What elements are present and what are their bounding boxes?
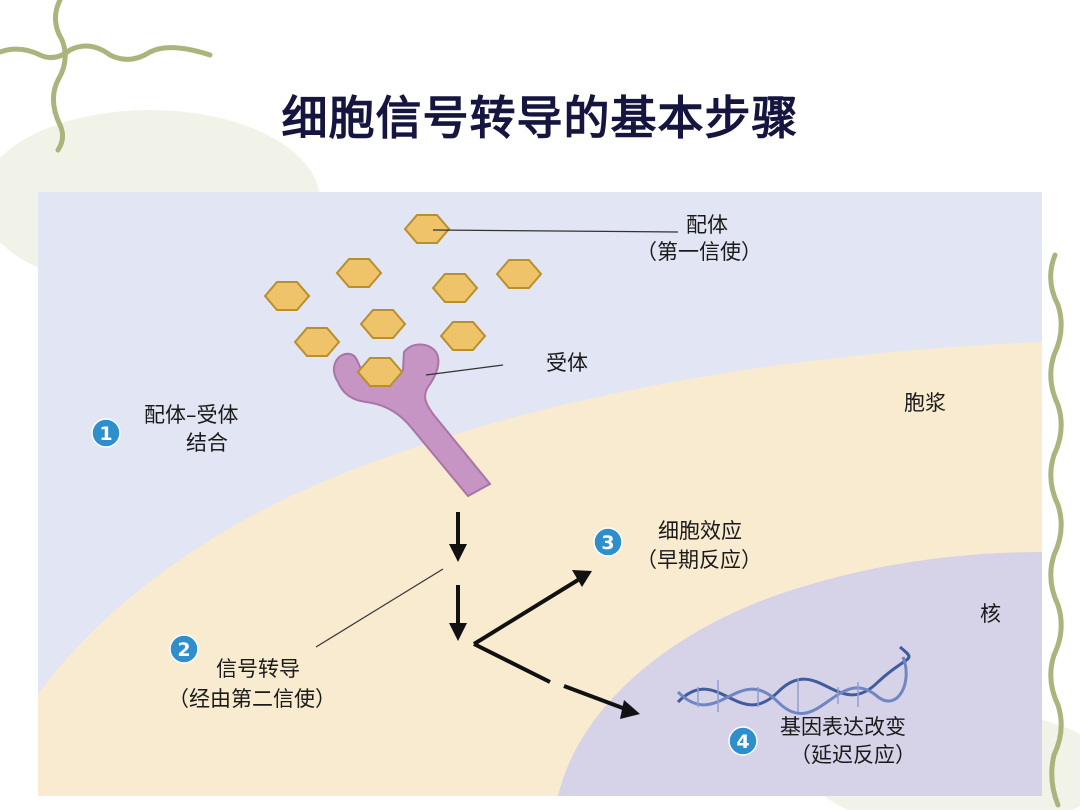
step-2-badge [169, 634, 199, 664]
step-3-number: 3 [601, 532, 614, 554]
step-4-badge [728, 726, 758, 756]
ligand-hexagon [293, 327, 341, 357]
receptor-leader-line [425, 364, 504, 376]
arrow-head [449, 544, 467, 562]
step-3-label: 细胞效应 [658, 519, 742, 543]
ligand-label: 配体 [686, 213, 728, 237]
ligand-hexagon [495, 259, 543, 289]
step-3-sublabel: （早期反应） [636, 548, 762, 572]
arrow-head [620, 700, 640, 719]
arrow-head [449, 623, 467, 641]
cytoplasm-label: 胞浆 [904, 391, 946, 415]
step-2-number: 2 [177, 639, 190, 661]
signal-transduction-diagram: 配体 （第一信使） 受体 胞浆 核 1 配体–受体 结合 2 信号转导 （经由第… [38, 192, 1042, 796]
ligand-hexagon [431, 273, 479, 303]
step-4-label: 基因表达改变 [780, 715, 906, 739]
signal-arrows [449, 512, 640, 719]
bound-ligand-hexagon [356, 357, 404, 387]
ligand-hexagon [263, 281, 311, 311]
ligand-molecules [263, 214, 543, 357]
step-1-badge [91, 418, 121, 448]
slide-title: 细胞信号转导的基本步骤 [281, 91, 799, 145]
receptor-label: 受体 [546, 351, 588, 375]
step-4-number: 4 [736, 731, 749, 753]
step-4-sublabel: （延迟反应） [790, 743, 916, 767]
step-2-sublabel: （经由第二信使） [168, 687, 336, 711]
ligand-sublabel: （第一信使） [636, 240, 762, 264]
step-1-number: 1 [99, 423, 112, 445]
step-1-label: 配体–受体 [144, 403, 239, 427]
ligand-hexagon [439, 321, 487, 351]
step-1-sublabel: 结合 [186, 431, 228, 455]
ligand-hexagon [359, 309, 407, 339]
ligand-hexagon [335, 258, 383, 288]
dna-helix-icon [676, 645, 911, 715]
arrow-head [572, 570, 592, 587]
step-3-badge [593, 527, 623, 557]
ligand-leader-line [432, 229, 679, 233]
nucleus-region [558, 552, 1042, 796]
nucleus-label: 核 [980, 602, 1001, 626]
step-2-label: 信号转导 [216, 657, 300, 681]
ligand-hexagon [403, 214, 451, 244]
step2-leader-line [315, 568, 444, 648]
